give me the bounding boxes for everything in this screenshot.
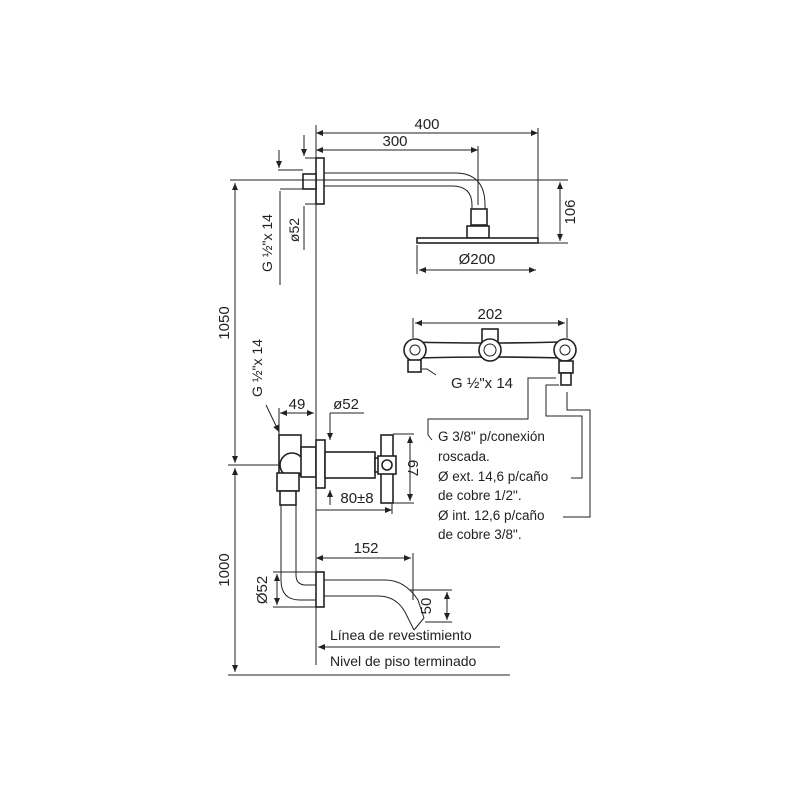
svg-text:Ø int. 12,6 p/caño: Ø int. 12,6 p/caño bbox=[438, 508, 545, 523]
svg-text:roscada.: roscada. bbox=[438, 449, 490, 464]
svg-text:G 3/8" p/conexión: G 3/8" p/conexión bbox=[438, 429, 545, 444]
dim-80: 80±8 bbox=[340, 490, 373, 507]
shower-arm bbox=[302, 157, 539, 244]
dim-thread-top: G ½"x 14 bbox=[259, 214, 275, 272]
dim-1000: 1000 bbox=[216, 553, 233, 586]
manifold bbox=[403, 328, 577, 386]
dim-49: 49 bbox=[289, 396, 306, 413]
valve-body bbox=[276, 434, 397, 601]
dim-flange-mid: ø52 bbox=[333, 396, 359, 413]
connection-notes: G 3/8" p/conexión roscada. Ø ext. 14,6 p… bbox=[438, 429, 548, 542]
dim-50: 50 bbox=[418, 598, 435, 615]
dim-1050: 1050 bbox=[216, 306, 233, 339]
dim-head-diameter: Ø200 bbox=[459, 251, 496, 268]
svg-text:de cobre 3/8".: de cobre 3/8". bbox=[438, 527, 522, 542]
dim-106: 106 bbox=[562, 199, 579, 224]
dim-spout-flange: Ø52 bbox=[254, 576, 271, 604]
dim-400: 400 bbox=[414, 116, 439, 133]
svg-text:Ø ext. 14,6 p/caño: Ø ext. 14,6 p/caño bbox=[438, 469, 548, 484]
dim-300: 300 bbox=[382, 133, 407, 150]
dim-67: 67 bbox=[404, 460, 421, 477]
svg-text:de cobre 1/2".: de cobre 1/2". bbox=[438, 488, 522, 503]
dim-thread-mid: G ½"x 14 bbox=[249, 339, 265, 397]
wall-line-label: Línea de revestimiento bbox=[330, 627, 472, 643]
dim-flange-top: ø52 bbox=[286, 218, 302, 242]
floor-line-label: Nivel de piso terminado bbox=[330, 653, 477, 669]
spout bbox=[315, 571, 425, 631]
dim-202: 202 bbox=[477, 306, 502, 323]
dim-manifold-thread: G ½"x 14 bbox=[451, 375, 513, 392]
dim-152: 152 bbox=[353, 540, 378, 557]
